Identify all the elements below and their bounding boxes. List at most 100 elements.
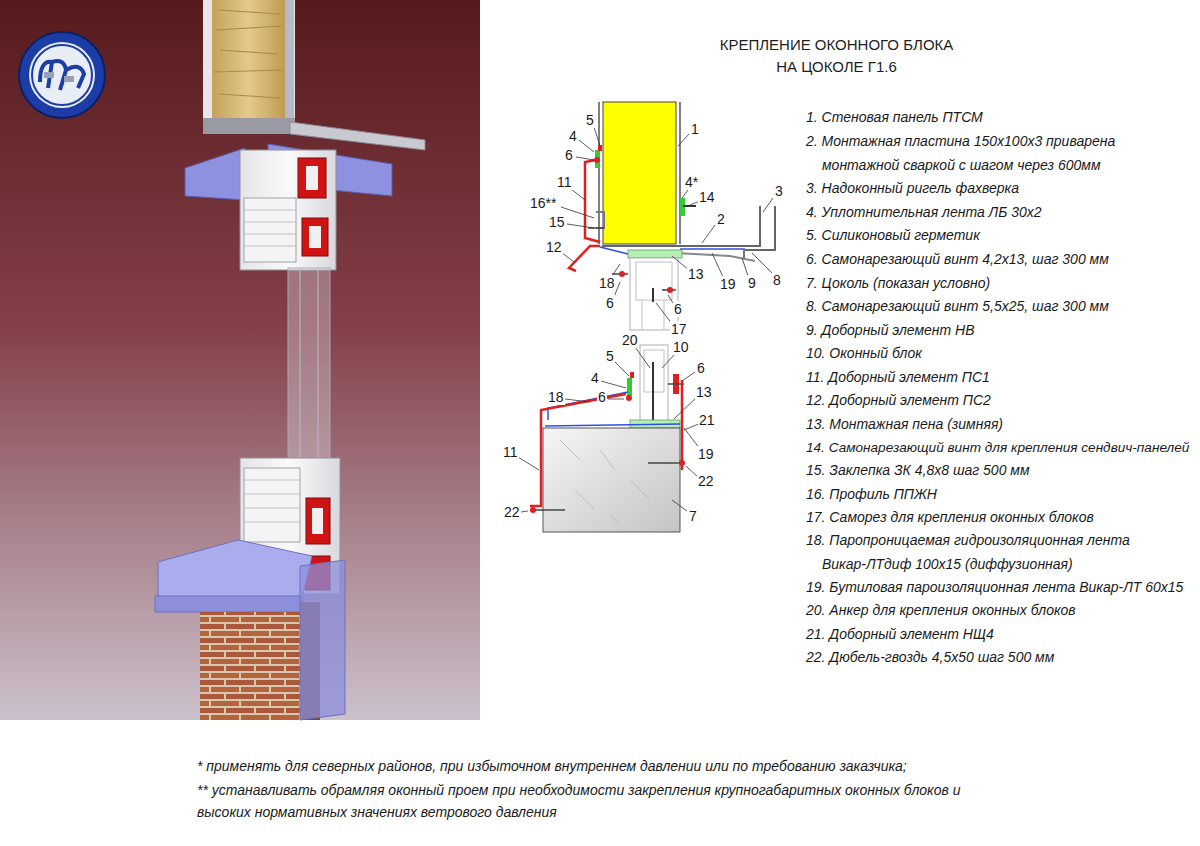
wall-panel-3d-part — [285, 0, 294, 122]
callout-number: 14 — [698, 189, 716, 205]
callout-number: 22 — [503, 504, 521, 520]
section-top-part — [619, 271, 625, 277]
callout-number: 16** — [529, 195, 557, 211]
window-bottom-frame-part — [306, 498, 330, 544]
callout-number: 11 — [556, 174, 573, 190]
window-top-frame-part — [244, 210, 296, 246]
leader-lines-part — [608, 399, 624, 400]
wall-panel-3d-part — [214, 10, 283, 98]
leader-lines-part — [561, 252, 574, 262]
leader-lines-part — [662, 353, 676, 368]
wall-panel-3d-part — [203, 0, 295, 122]
leader-lines-part — [752, 253, 772, 273]
leader-lines-part — [742, 258, 748, 276]
legend-item: 11. Доборный элемент ПС1 — [806, 366, 1194, 390]
callout-number: 13 — [687, 266, 705, 282]
section-top-part — [636, 262, 672, 330]
legend-item: 10. Оконный блок — [806, 342, 1194, 366]
leader-lines-part — [682, 372, 695, 381]
legend-item: 1. Стеновая панель ПТСМ — [806, 106, 1194, 130]
wall-panel-3d — [203, 0, 425, 150]
window-top-frame-part — [306, 166, 318, 190]
leader-lines-part — [635, 347, 650, 368]
callout-number: 11 — [502, 444, 519, 460]
legend-item: 13. Монтажная пена (зимняя) — [806, 413, 1194, 437]
legend-item: 21. Доборный элемент НЩ4 — [806, 623, 1194, 647]
window-bottom-frame-part — [244, 468, 300, 542]
footnote: * применять для северных районов, при из… — [197, 755, 997, 777]
callout-number: 13 — [695, 384, 713, 400]
background-panel — [0, 0, 480, 720]
callout-number: 1 — [690, 121, 700, 137]
section-bottom-part — [530, 507, 536, 513]
callout-number: 18 — [598, 275, 616, 291]
section-top-part — [743, 250, 745, 258]
section-bottom-part — [681, 380, 684, 470]
legend-item: 7. Цоколь (показан условно) — [806, 272, 1194, 296]
glass — [288, 268, 330, 463]
section-top — [569, 102, 775, 330]
legend-item: 17. Саморез для крепления оконных блоков — [806, 506, 1194, 530]
callout-number: 3 — [774, 183, 784, 199]
callout-number: 9 — [747, 275, 757, 291]
callout-number: 4 — [590, 370, 600, 386]
window-bottom-frame-part — [244, 480, 300, 522]
legend-item: 3. Надоконный ригель фахверка — [806, 177, 1194, 201]
sill-part — [158, 540, 312, 600]
background-panel-part — [0, 0, 480, 720]
leader-lines-part — [579, 140, 594, 152]
window-top-frame-part — [244, 198, 296, 262]
callout-number: 7 — [688, 508, 698, 524]
leader-lines-part — [763, 198, 773, 212]
section-top-part — [628, 250, 682, 258]
window-top-frame-part — [240, 150, 336, 270]
section-bottom-part — [543, 428, 680, 532]
sill-part — [155, 596, 303, 612]
legend-item: 14. Самонарезающий винт для крепления се… — [806, 436, 1194, 460]
callout-number: 12 — [545, 239, 563, 255]
callout-number: 10 — [672, 339, 690, 355]
leader-lines-part — [567, 224, 594, 228]
section-top-part — [652, 288, 654, 302]
title: КРЕПЛЕНИЕ ОКОННОГО БЛОКА НА ЦОКОЛЕ Г1.6 — [716, 34, 957, 78]
leader-lines-part — [561, 207, 594, 218]
section-top-part — [599, 102, 680, 244]
callout-number: 17 — [670, 321, 688, 337]
leader-lines-part — [702, 225, 715, 243]
leader-lines-part — [594, 127, 600, 146]
footnote: ** устанавливать обрамляя оконный проем … — [197, 779, 997, 823]
leader-lines-part — [571, 189, 585, 200]
section-bottom-part — [627, 378, 632, 396]
callout-number: 8 — [772, 272, 782, 288]
section-top-part — [683, 205, 696, 207]
callout-number: 6 — [673, 301, 683, 317]
callout-number: 2 — [716, 211, 726, 227]
leader-lines-part — [518, 457, 539, 470]
flashing-part — [185, 148, 245, 200]
leader-lines-part — [615, 362, 629, 376]
callout-number: 15 — [548, 214, 566, 230]
brick-base — [200, 560, 345, 720]
leader-lines-part — [576, 157, 594, 160]
section-top-part — [680, 248, 745, 250]
window-top-frame-part — [302, 218, 328, 256]
legend-item: 15. Заклепка ЗК 4,8х8 шаг 500 мм — [806, 459, 1194, 483]
legend-item: 20. Анкер для крепления оконных блоков — [806, 599, 1194, 623]
logo-part — [44, 72, 54, 78]
callout-number: 6 — [696, 360, 706, 376]
leader-lines-part — [521, 511, 528, 512]
section-top-part — [600, 247, 628, 254]
leader-lines-part — [682, 190, 688, 198]
brick-base-part — [300, 560, 345, 720]
section-bottom — [530, 345, 685, 532]
brick-base-part — [200, 612, 300, 720]
legend-item: 4. Уплотнительная лента ЛБ 30х2 — [806, 201, 1194, 225]
leader-lines-part — [565, 399, 590, 402]
section-bottom-part — [626, 395, 632, 401]
legend-item: 6. Самонарезающий винт 4,2х13, шаг 300 м… — [806, 248, 1194, 272]
leader-lines-part — [601, 381, 626, 388]
section-top-part — [569, 246, 600, 271]
wall-panel-3d-part — [212, 0, 285, 118]
